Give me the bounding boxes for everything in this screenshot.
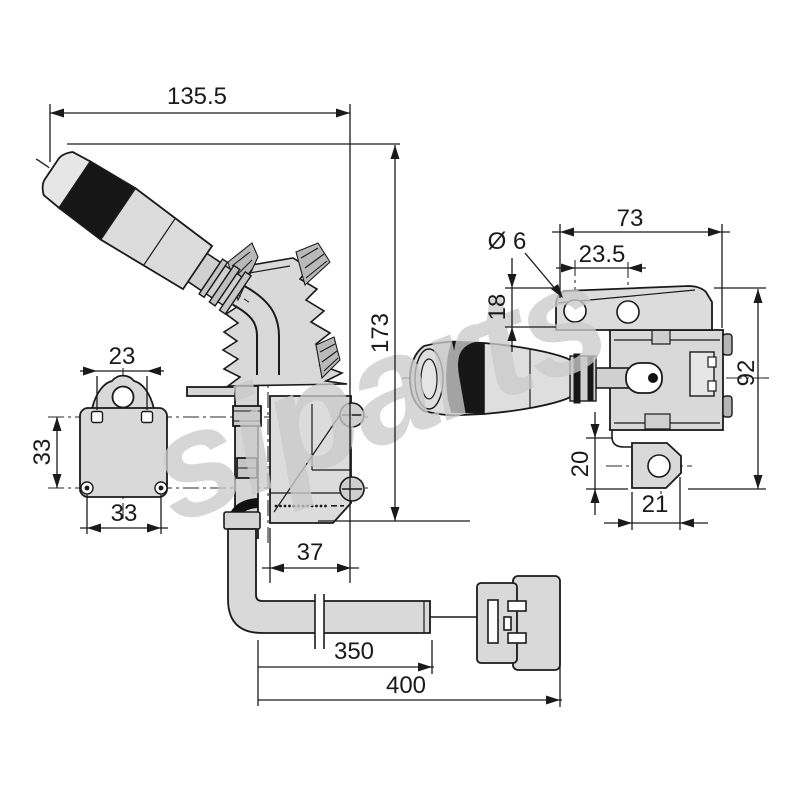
knob-end-ring-inner [420,358,438,400]
connector-notch [707,380,717,392]
handle-collar-rings [198,258,253,315]
dim-cable-length: 350 [334,638,374,665]
plate-hole-top-right [140,410,154,424]
dimensions: 135.5 173 23 33 33 37 350 400 73 23.5 Ø … [29,83,766,707]
body-inner-diagonal [273,402,349,513]
dim-tab-width: 21 [642,491,669,518]
hole-center [84,485,90,491]
knob-end-ring-outer [414,348,444,410]
mechanism-block [644,413,671,430]
handle-tip-cap [41,151,92,210]
dim-overall-length: 400 [386,672,426,699]
dim-overall-width: 135.5 [167,83,227,110]
pivot-pin [648,373,658,383]
dim-plate-thickness: 18 [484,294,511,321]
cable-break-gap [315,595,324,648]
bellows-boot [220,257,348,387]
right-side-view [409,285,733,489]
cable [227,528,431,634]
dome-hole [111,385,135,409]
dim-bracket-width: 73 [617,205,644,232]
handle-grip [99,186,214,291]
handle [36,151,253,315]
connector-slot-top [507,600,527,612]
dim-side-height: 92 [733,360,760,387]
handle-section-line [142,217,176,266]
body-dot-texture [274,504,344,508]
dim-body-width: 37 [297,539,324,566]
dim-plate-hole-spacing: 23 [109,343,136,370]
connector-slot-bottom [507,632,527,644]
plate-hole-top-left [90,410,104,424]
hole-center [158,485,164,491]
connector-notch [707,356,717,368]
cable-connector [227,528,561,671]
pivot-slot [625,362,663,394]
dim-hole-offset: 23.5 [579,241,626,268]
connector-slot-middle [503,616,512,631]
plate-hole-1 [563,299,587,323]
side-bump-upper [722,333,733,356]
dimension-labels: 135.5 173 23 33 33 37 350 400 73 23.5 Ø … [29,83,760,699]
tab-bracket-bend [611,430,632,448]
connector-rear-block [512,575,561,671]
lever-ring-1 [573,353,581,404]
side-bump-lower [722,395,733,418]
dim-hole-diameter: Ø 6 [488,228,527,255]
side-view [36,151,365,539]
dim-plate-width: 33 [111,500,138,527]
front-plate-view [79,374,168,498]
dim-tab-offset: 20 [567,451,594,478]
plate-hole-2 [616,300,640,324]
lever-black-band-side [446,342,485,414]
dim-plate-height: 33 [29,439,56,466]
lever-ring-2 [587,355,594,402]
mechanism-block [651,329,671,345]
tab-hole [647,454,671,478]
dim-overall-height: 173 [367,313,394,353]
dimension-arrows [50,108,763,705]
connector-slot-left [487,599,499,644]
